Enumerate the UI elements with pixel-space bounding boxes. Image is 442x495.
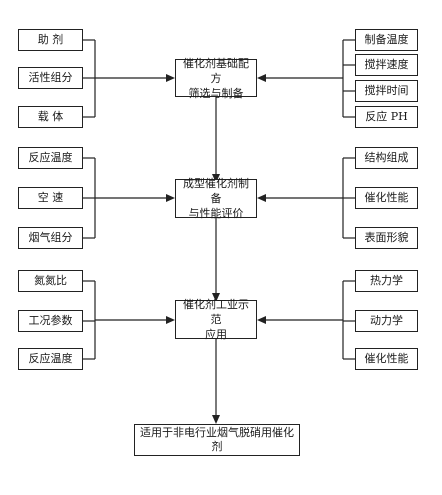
- stage3-right-item-1: 热力学: [355, 270, 418, 292]
- stage2-left-item-2: 空 速: [18, 187, 83, 209]
- stage1-right-item-1: 制备温度: [355, 29, 418, 51]
- stage3-right-item-3: 催化性能: [355, 348, 418, 370]
- stage1-left-item-1: 助 剂: [18, 29, 83, 51]
- stage1-left-connector: [83, 39, 175, 118]
- stage2-left-item-1: 反应温度: [18, 147, 83, 169]
- stage2-right-item-2: 催化性能: [355, 187, 418, 209]
- stage3-right-item-2: 动力学: [355, 310, 418, 332]
- stage3-left-item-2: 工况参数: [18, 310, 83, 332]
- stage2-right-item-1: 结构组成: [355, 147, 418, 169]
- stage1-left-item-2: 活性组分: [18, 67, 83, 89]
- stage1-center-box: 催化剂基础配方 筛选与制备: [175, 57, 257, 100]
- stage2-left-item-3: 烟气组分: [18, 227, 83, 249]
- stage3-left-item-1: 氮氮比: [18, 270, 83, 292]
- final-output-box: 适用于非电行业烟气脱硝用催化剂: [134, 424, 300, 456]
- stage1-left-item-3: 载 体: [18, 106, 83, 128]
- stage3-right-connector: [257, 280, 355, 360]
- stage1-right-item-2: 搅拌速度: [355, 54, 418, 76]
- stage2-left-connector: [83, 157, 175, 239]
- stage1-right-item-4: 反应 PH: [355, 106, 418, 128]
- stage1-right-item-3: 搅拌时间: [355, 80, 418, 102]
- stage2-center-box: 成型催化剂制备 与性能评价: [175, 177, 257, 220]
- stage3-center-box: 催化剂工业示范 应用: [175, 298, 257, 341]
- stage3-left-item-3: 反应温度: [18, 348, 83, 370]
- stage1-right-connector: [257, 39, 355, 118]
- stage2-right-item-3: 表面形貌: [355, 227, 418, 249]
- stage3-left-connector: [83, 280, 175, 360]
- stage2-right-connector: [257, 157, 355, 239]
